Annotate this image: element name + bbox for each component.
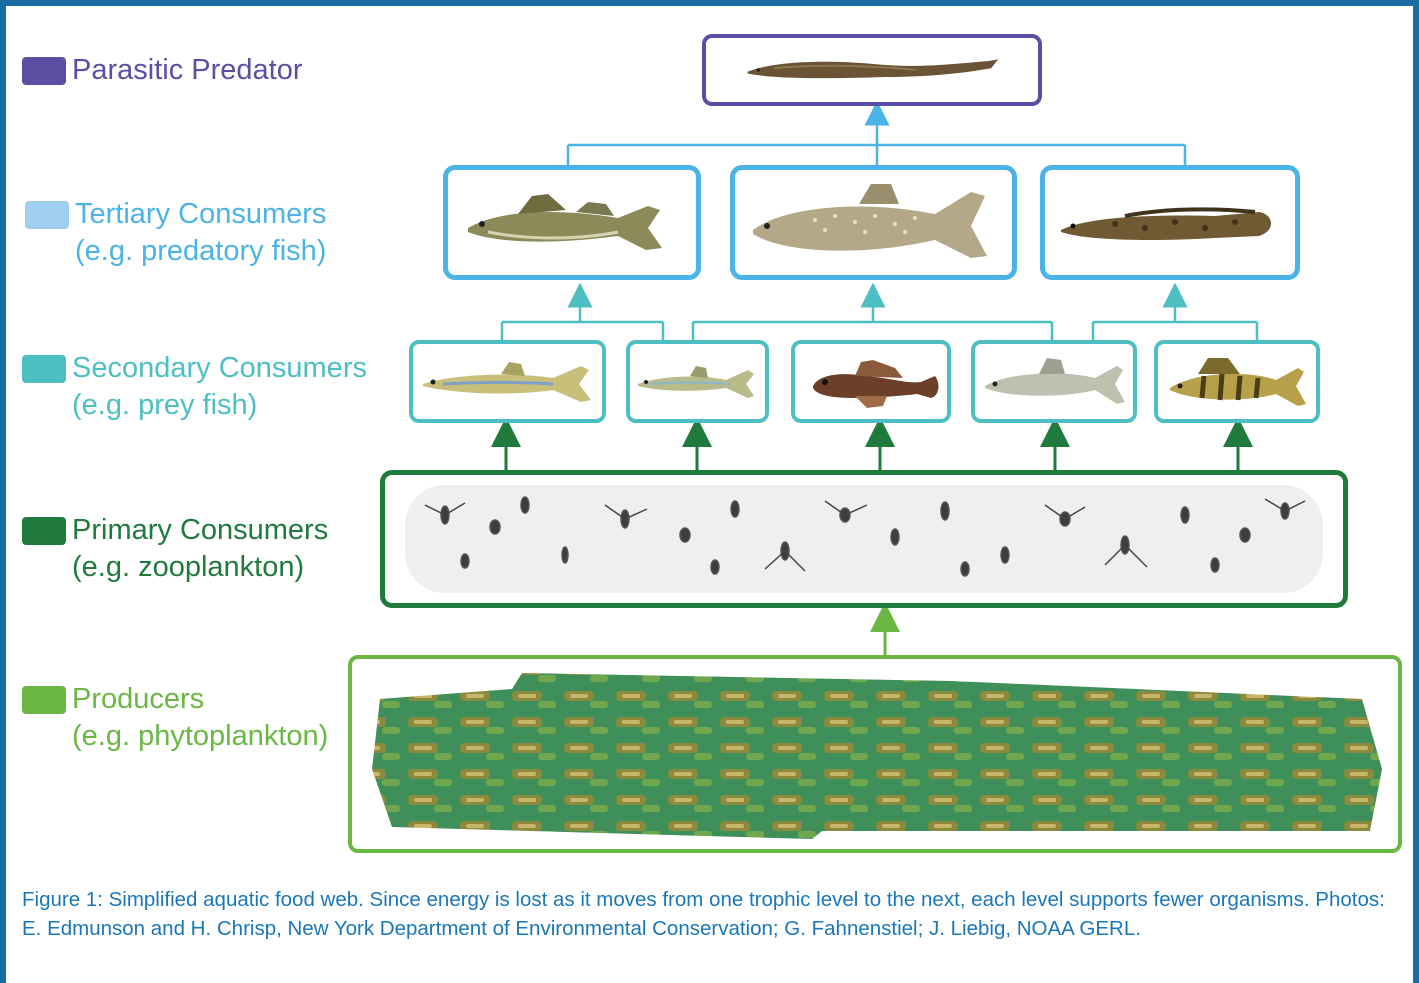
tertiary-example: (e.g. predatory fish) [75, 233, 326, 270]
legend-secondary-consumers: Secondary Consumers (e.g. prey fish) [22, 350, 367, 424]
sea-lamprey-image [706, 38, 1038, 102]
figure-caption: Figure 1: Simplified aquatic food web. S… [22, 885, 1402, 943]
emerald-shiner-image [630, 344, 765, 419]
secondary-box-perch [1154, 340, 1320, 423]
primary-title: Primary Consumers [72, 512, 328, 549]
secondary-swatch [22, 355, 66, 383]
secondary-title: Secondary Consumers [72, 350, 367, 387]
primary-swatch [22, 517, 66, 545]
tertiary-box-walleye [443, 165, 701, 280]
parasitic-predator-box [702, 34, 1042, 106]
legend-primary-consumers: Primary Consumers (e.g. zooplankton) [22, 512, 328, 586]
secondary-box-shiner [626, 340, 769, 423]
primary-consumers-box [380, 470, 1348, 608]
tertiary-swatch [25, 201, 69, 229]
whitefish-image [975, 344, 1133, 419]
primary-example: (e.g. zooplankton) [72, 549, 328, 586]
sculpin-image [795, 344, 947, 419]
legend-producers: Producers (e.g. phytoplankton) [22, 681, 328, 755]
secondary-example: (e.g. prey fish) [72, 387, 367, 424]
legend-parasitic-predator: Parasitic Predator [22, 52, 303, 89]
phytoplankton-image [352, 659, 1398, 849]
burbot-image [1045, 170, 1295, 275]
tertiary-box-burbot [1040, 165, 1300, 280]
rainbow-smelt-image [413, 344, 602, 419]
yellow-perch-image [1158, 344, 1316, 419]
zooplankton-image [385, 475, 1343, 603]
legend-tertiary-consumers: Tertiary Consumers (e.g. predatory fish) [25, 196, 326, 270]
producers-swatch [22, 686, 66, 714]
secondary-box-smelt [409, 340, 606, 423]
producers-example: (e.g. phytoplankton) [72, 718, 328, 755]
parasitic-title: Parasitic Predator [72, 52, 303, 89]
lake-trout-image [735, 170, 1012, 275]
secondary-box-whitefish [971, 340, 1137, 423]
producers-title: Producers [72, 681, 328, 718]
parasitic-swatch [22, 57, 66, 85]
secondary-box-sculpin [791, 340, 951, 423]
walleye-image [448, 170, 696, 275]
tertiary-title: Tertiary Consumers [75, 196, 326, 233]
producers-box [348, 655, 1402, 853]
tertiary-box-lake-trout [730, 165, 1017, 280]
